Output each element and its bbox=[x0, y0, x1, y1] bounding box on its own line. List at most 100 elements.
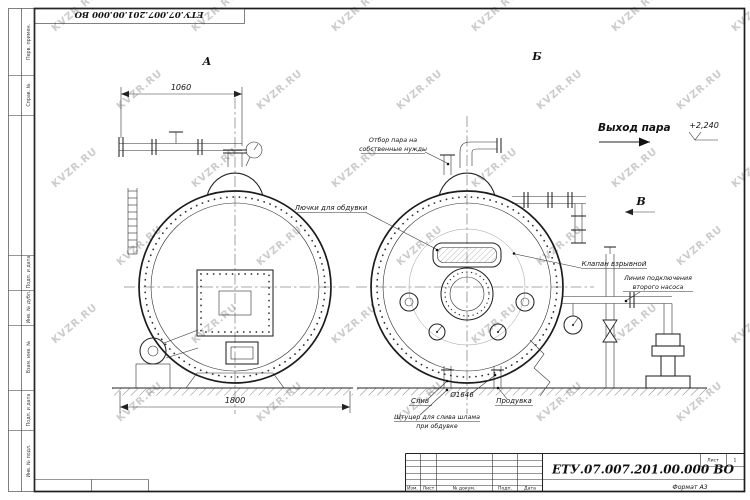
sludge-label: при обдувке bbox=[416, 422, 458, 430]
watermark: KVZR.RU bbox=[675, 68, 725, 112]
diameter-label: Ø1646 bbox=[449, 391, 474, 399]
inverted-number-cell bbox=[34, 8, 245, 24]
view-v-label: В bbox=[635, 195, 645, 208]
boiler-shell-b bbox=[370, 190, 564, 384]
own-needs-label: Отбор пара на bbox=[369, 136, 417, 144]
frame-stamp: Взам. инв. № bbox=[26, 341, 32, 374]
feed-piping bbox=[562, 246, 673, 388]
ash-hatch bbox=[225, 341, 259, 365]
pressure-gauge-a bbox=[245, 141, 263, 159]
sheet-frame: Перв. примен. Справ. № Подп. и дата Инв.… bbox=[8, 7, 746, 493]
watermark: KVZR.RU bbox=[470, 146, 520, 190]
steam-dome-a bbox=[206, 172, 264, 197]
tb-col-podp: Подп. bbox=[498, 486, 512, 492]
elevation-text: +2,240 bbox=[689, 121, 719, 130]
sheet-label: Лист bbox=[707, 458, 719, 464]
sight-glass-left bbox=[399, 292, 419, 312]
tb-col-list: Лист bbox=[423, 486, 435, 492]
view-a-label: А bbox=[202, 55, 212, 68]
blowdown-label: Продувка bbox=[496, 397, 532, 405]
watermark: KVZR.RU bbox=[115, 380, 165, 424]
frame-stamp: Подп. и дата bbox=[26, 394, 32, 427]
callout-drain: Слив bbox=[409, 379, 449, 406]
sludge-label: Штуцер для слива шлама bbox=[394, 414, 480, 421]
watermark: KVZR.RU bbox=[50, 302, 100, 346]
furnace-door bbox=[196, 269, 274, 337]
watermark: KVZR.RU bbox=[50, 146, 100, 190]
pressure-gauge-b bbox=[563, 303, 583, 335]
second-pump-label: Линия подключения bbox=[623, 275, 692, 282]
burner-fan bbox=[135, 329, 199, 389]
support-saddle-a bbox=[185, 372, 285, 389]
boiler-shell-a bbox=[138, 190, 332, 384]
watermark: KVZR.RU bbox=[395, 68, 445, 112]
feed-pump bbox=[645, 333, 691, 389]
drain-stub bbox=[441, 366, 454, 388]
doc-number: ЕТУ.07.007.201.00.000 ВО bbox=[551, 463, 735, 477]
frame-stamp: Инв. № подл. bbox=[26, 444, 32, 477]
sight-glass-right bbox=[515, 292, 535, 312]
callout-own-needs: Отбор пара на собственные нужды bbox=[359, 136, 450, 166]
bolt-circle-a bbox=[144, 196, 326, 378]
blow-hatches-label: Лючки для обдувки bbox=[294, 204, 368, 212]
watermark: KVZR.RU bbox=[535, 380, 585, 424]
format-label: Формат А3 bbox=[672, 484, 707, 491]
manhole bbox=[440, 267, 494, 321]
view-b: Б bbox=[294, 50, 719, 430]
watermark: KVZR.RU bbox=[610, 146, 660, 190]
dimension-1060: 1060 bbox=[120, 83, 243, 146]
watermark: KVZR.RU bbox=[330, 0, 380, 34]
gauge-right bbox=[489, 323, 507, 341]
center-lines bbox=[124, 98, 594, 414]
view-b-label: Б bbox=[531, 50, 542, 63]
watermark: KVZR.RU bbox=[395, 224, 445, 268]
ladder bbox=[127, 188, 138, 255]
tb-col-docnum: № докум. bbox=[453, 486, 476, 492]
watermark: KVZR.RU bbox=[610, 302, 660, 346]
dimension-1800: 1800 bbox=[119, 391, 351, 413]
watermark: KVZR.RU bbox=[730, 0, 750, 34]
own-needs-label: собственные нужды bbox=[359, 145, 427, 153]
gauge-left bbox=[428, 323, 446, 341]
drain-label: Слив bbox=[411, 397, 429, 405]
watermark: KVZR.RU bbox=[115, 68, 165, 112]
frame-stamp: Справ. № bbox=[26, 83, 32, 106]
safety-valve-label: Клапан взрывной bbox=[582, 260, 647, 268]
frame-stamp: Подп. и дата bbox=[26, 256, 32, 289]
steam-dome-b bbox=[438, 172, 496, 197]
watermark: KVZR.RU bbox=[675, 380, 725, 424]
valve-icon bbox=[602, 319, 618, 332]
dim-text-1800: 1800 bbox=[225, 396, 245, 405]
sheet-value: 1 bbox=[734, 458, 737, 464]
blow-off-hatch bbox=[432, 242, 502, 268]
watermark: KVZR.RU bbox=[730, 302, 750, 346]
watermark: KVZR.RU bbox=[470, 0, 520, 34]
bolt-circle-b bbox=[376, 196, 558, 378]
watermark: KVZR.RU bbox=[610, 0, 660, 34]
frame-stamp: Инв. № дубл. bbox=[26, 291, 32, 324]
tb-col-data: Дата bbox=[524, 486, 536, 492]
blowdown-stub bbox=[491, 366, 504, 388]
frame-stamp: Перв. примен. bbox=[26, 24, 32, 60]
dim-text-1060: 1060 bbox=[171, 83, 191, 92]
steam-out-label: Выход пара bbox=[598, 122, 671, 134]
own-needs-stub bbox=[440, 154, 455, 175]
elevation-mark: +2,240 bbox=[688, 121, 719, 141]
watermark: KVZR.RU bbox=[255, 68, 305, 112]
second-pump-label: второго насоса bbox=[633, 284, 684, 291]
callout-second-pump: Линия подключения второго насоса bbox=[623, 275, 693, 303]
callout-blowdown: Продувка bbox=[495, 386, 533, 406]
callout-blow-hatches: Лючки для обдувки bbox=[294, 204, 439, 252]
callout-sludge: Штуцер для слива шлама при обдувке bbox=[394, 388, 480, 430]
watermark: KVZR.RU bbox=[330, 302, 380, 346]
watermark: KVZR.RU bbox=[535, 68, 585, 112]
level-column bbox=[512, 192, 586, 244]
title-block: Изм. Лист № докум. Подп. Дата ЕТУ.07.007… bbox=[404, 452, 745, 492]
callout-safety-valve: Клапан взрывной bbox=[512, 252, 647, 269]
watermark: KVZR.RU bbox=[730, 146, 750, 190]
break-line bbox=[529, 339, 551, 397]
callout-diameter: Ø1646 bbox=[449, 373, 497, 399]
view-a: А bbox=[112, 55, 353, 413]
steam-elbow bbox=[459, 141, 497, 168]
watermark: KVZR.RU bbox=[675, 224, 725, 268]
